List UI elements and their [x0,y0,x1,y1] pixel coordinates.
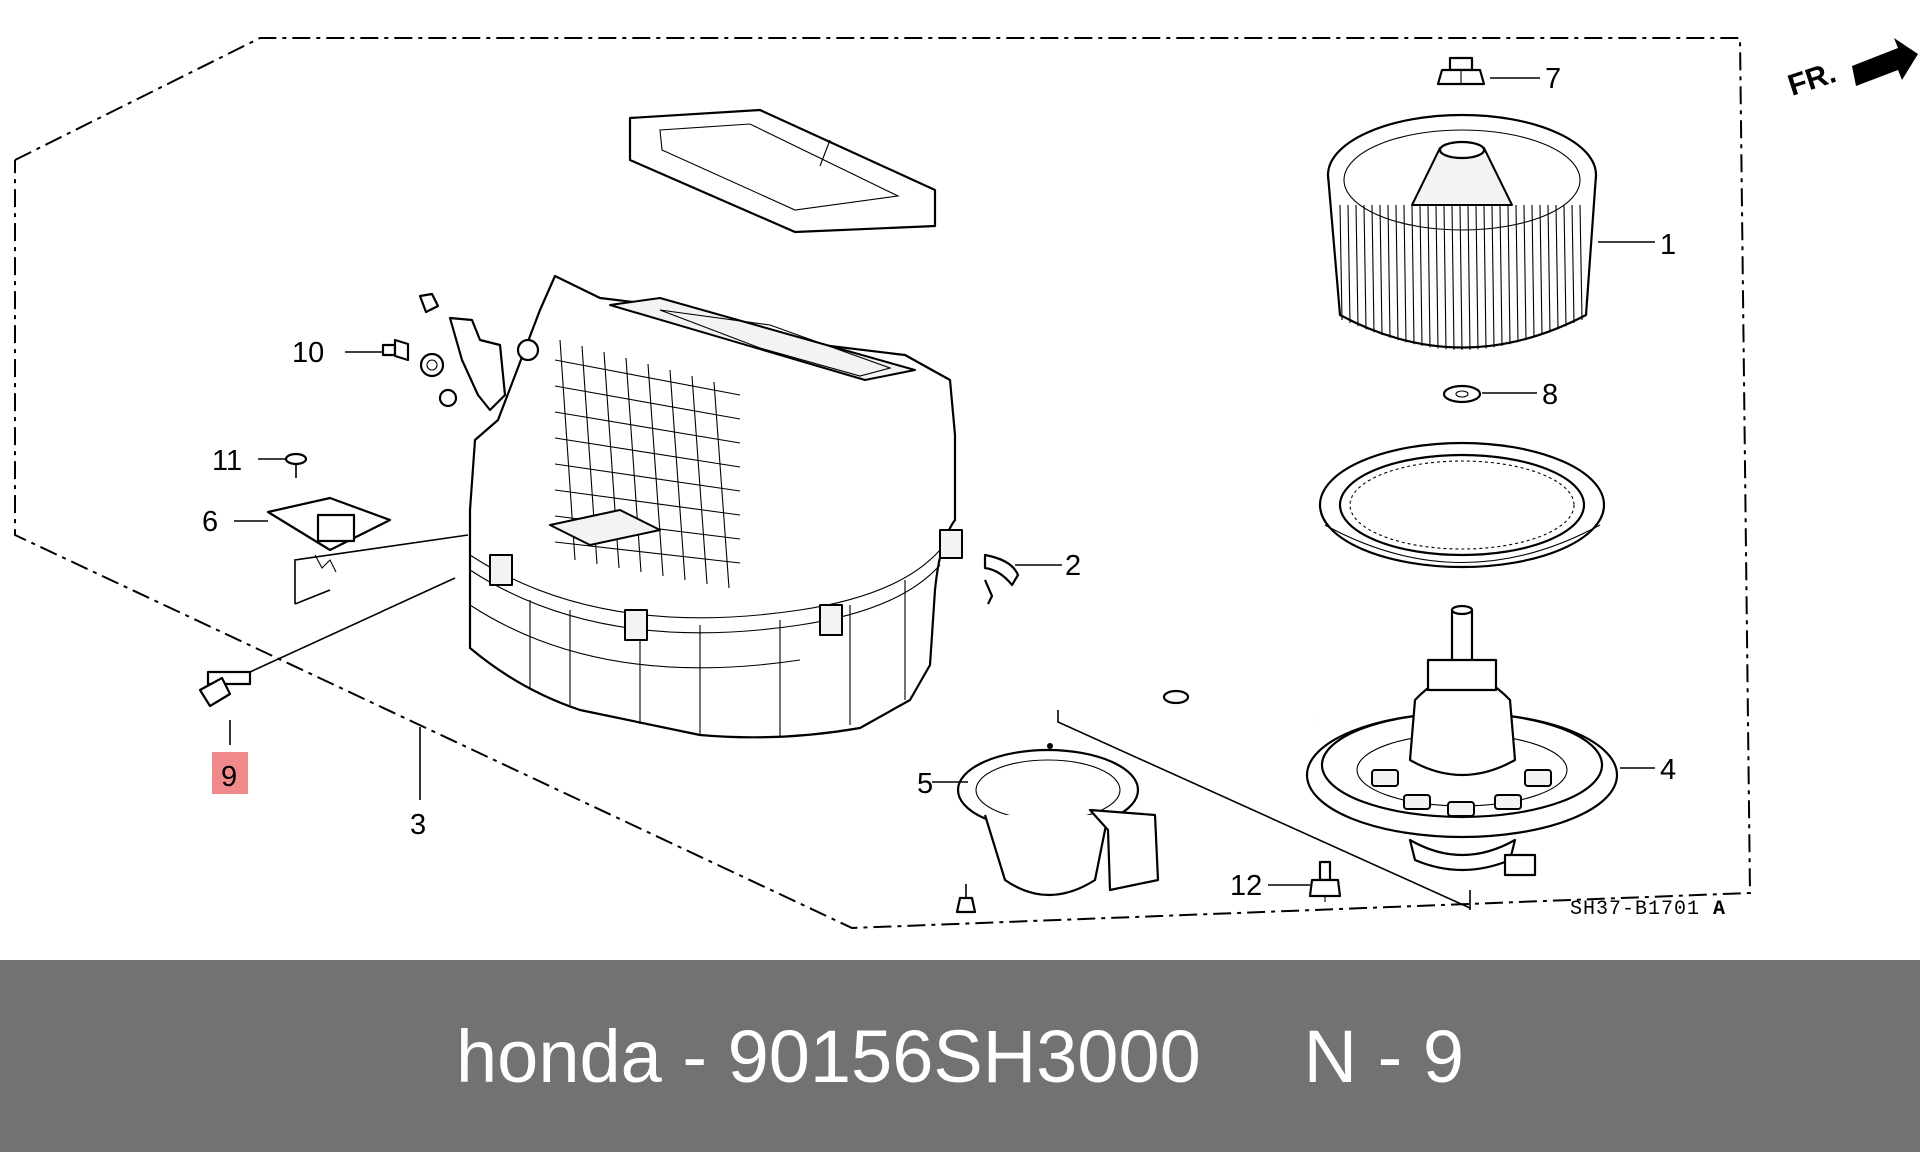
callout-12: 12 [1230,870,1262,902]
spacer [1201,1014,1304,1099]
callout-11: 11 [212,445,242,477]
fr-label: FR. [1784,56,1840,102]
callout-labels: 7 1 8 2 4 5 12 10 11 6 3 9 [202,63,1676,902]
diagram-code: SH37-B1701 A [1570,898,1726,921]
resistor-part-6 [266,496,392,573]
linkage-parts-part-10 [381,292,540,412]
blower-fan-wheel-part-1 [1326,113,1598,351]
blower-motor-part-4 [1305,604,1619,877]
callout-3: 3 [410,809,426,841]
callout-10: 10 [292,337,324,369]
filter-frame [628,108,937,234]
duct-part-5 [956,743,1160,896]
drain-hose [1162,689,1318,738]
washer-part-8 [1442,384,1482,404]
callout-2: 2 [1065,550,1081,582]
clip-part [955,884,977,914]
parts-diagram: FR. [14,37,1918,930]
callout-5: 5 [917,768,933,800]
callout-6: 6 [202,506,218,538]
bolt-part-12 [1308,860,1342,902]
motor-seal-ring [1318,441,1606,569]
part-caption: honda - 90156SH3000 N - 9 [0,960,1920,1152]
callout-7: 7 [1545,63,1561,95]
brand-name: honda [456,1014,662,1098]
part-number: 90156SH3000 [727,1014,1201,1098]
separator: - [1357,1014,1423,1098]
screw-part-11 [284,452,308,478]
clip-part-2 [983,553,1020,605]
blower-housing-part-3 [468,274,963,739]
callout-9: 9 [221,761,237,793]
position-number: 9 [1422,1014,1464,1098]
callout-4: 4 [1660,754,1676,786]
position-label: N [1303,1014,1358,1098]
callout-8: 8 [1542,379,1558,411]
bolt-part-9 [198,670,252,708]
highlight-box [212,752,248,794]
nut-part-7 [1436,56,1486,86]
front-direction-arrow-icon: FR. [1784,38,1918,103]
footer-bar: honda - 90156SH3000 N - 9 [0,960,1920,1152]
assembly-boundary [14,37,1752,930]
callout-1: 1 [1660,229,1676,261]
leader-lines [229,77,1655,910]
separator: - [661,1014,728,1098]
